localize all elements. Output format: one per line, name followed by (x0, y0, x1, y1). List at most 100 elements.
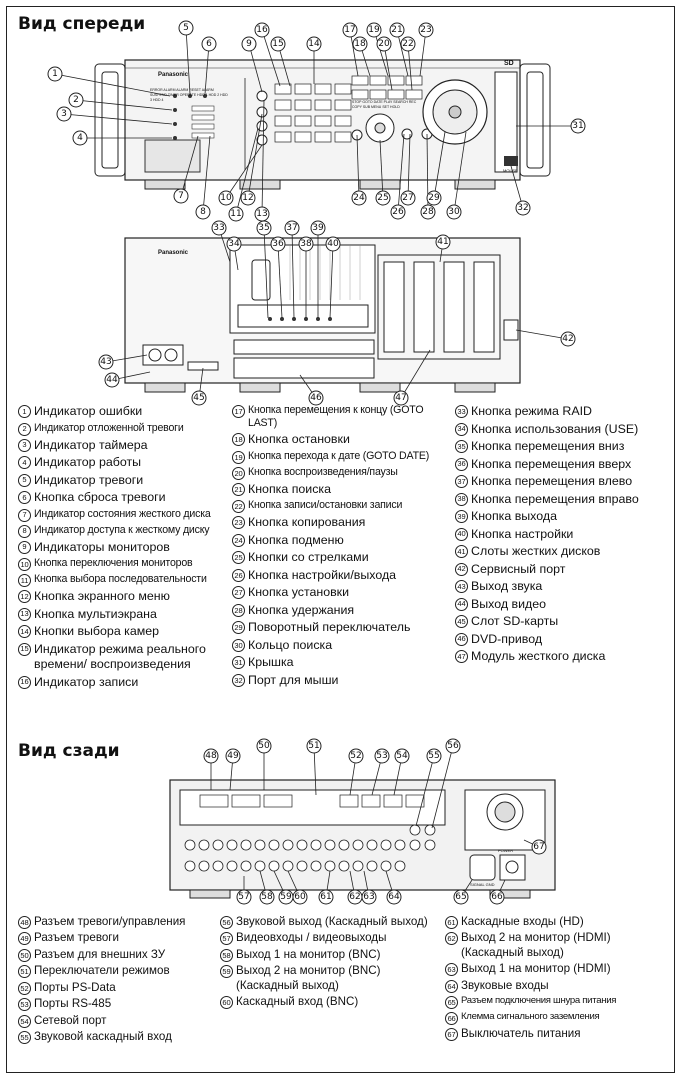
legend-text: Кнопка переключения мониторов (34, 557, 193, 569)
legend-number: 9 (18, 540, 31, 554)
callout-32: 32 (510, 165, 531, 216)
callout-41: 41 (435, 234, 451, 263)
legend-text: Индикаторы мониторов (34, 539, 170, 554)
legend-text: Индикатор режима реального времени/ восп… (34, 641, 206, 672)
callout-20: 20 (376, 36, 393, 91)
callout-62: 62 (347, 870, 363, 905)
callout-38: 38 (298, 236, 314, 318)
svg-text:7: 7 (178, 191, 184, 201)
callout-46: 46 (299, 374, 324, 406)
callout-9: 9 (241, 36, 263, 93)
legend-text: Порт для мыши (248, 672, 339, 687)
rear-gnd-label: SIGNAL GND (470, 882, 495, 887)
legend-number: 3 (18, 438, 31, 452)
svg-text:35: 35 (258, 223, 269, 233)
callout-8: 8 (195, 135, 211, 220)
svg-text:17: 17 (344, 25, 355, 35)
svg-text:58: 58 (261, 892, 273, 902)
legend-text: Разъем для внешних ЗУ (34, 947, 166, 961)
legend-number: 67 (445, 1028, 458, 1042)
svg-text:6: 6 (206, 39, 212, 49)
legend-text: Кнопка использования (USE) (471, 421, 639, 436)
legend-text: Кнопка перехода к дате (GOTO DATE) (248, 449, 430, 462)
callout-25: 25 (375, 139, 391, 206)
svg-text:21: 21 (391, 25, 402, 35)
legend-number: 45 (455, 615, 468, 628)
svg-text:54: 54 (396, 751, 408, 761)
svg-text:4: 4 (77, 133, 83, 143)
callout-13: 13 (254, 99, 270, 222)
svg-text:67: 67 (533, 842, 544, 852)
callout-50: 50 (256, 738, 272, 790)
svg-text:40: 40 (327, 239, 339, 249)
legend-number: 55 (18, 1031, 31, 1045)
svg-text:60: 60 (294, 892, 306, 902)
legend-number: 16 (18, 675, 31, 689)
legend-text: Поворотный переключатель (248, 620, 411, 635)
legend-text: Индикатор отложенной тревоги (34, 421, 184, 434)
legend-number: 66 (445, 1012, 458, 1026)
svg-text:31: 31 (572, 121, 583, 131)
callout-49: 49 (225, 748, 241, 791)
legend-number: 30 (232, 638, 245, 652)
legend-text: Кнопка мультиэкрана (34, 606, 157, 621)
callout-31: 31 (516, 118, 586, 134)
legend-text: Индикатор работы (34, 455, 142, 469)
legend-number: 51 (18, 965, 31, 979)
callout-42: 42 (515, 329, 576, 347)
svg-text:14: 14 (308, 39, 320, 49)
legend-number: 22 (232, 500, 245, 514)
callout-34: 34 (226, 236, 242, 271)
legend-number: 4 (18, 456, 31, 469)
svg-text:34: 34 (228, 239, 240, 249)
legend-text: Кнопка остановки (248, 432, 350, 447)
legend-text: Слот SD-карты (471, 614, 559, 628)
legend-text: Кнопка поиска (248, 481, 331, 496)
callout-30: 30 (446, 131, 467, 220)
svg-text:42: 42 (562, 334, 573, 344)
legend-number: 21 (232, 482, 245, 496)
callout-45: 45 (191, 367, 207, 406)
legend-text: Кнопка подменю (248, 532, 344, 547)
svg-text:53: 53 (376, 751, 387, 761)
legend-text: Переключатели режимов (34, 964, 170, 978)
legend-text: Кнопка выбора последовательности (34, 573, 207, 585)
legend-number: 11 (18, 574, 31, 587)
svg-text:27: 27 (402, 193, 413, 203)
legend-number: 60 (220, 996, 233, 1010)
legend-text: Разъем подключения шнура питания (461, 995, 617, 1007)
legend-text: Кнопка перемещения к концу (GOTO LAST) (248, 404, 424, 430)
legend-text: Порты RS-485 (34, 997, 112, 1011)
callout-21: 21 (389, 22, 409, 77)
legend-text: Индикатор состояния жесткого диска (34, 507, 211, 520)
legend-number: 28 (232, 603, 245, 617)
legend-number: 25 (232, 551, 245, 565)
callout-1: 1 (47, 66, 171, 97)
callout-6: 6 (201, 36, 217, 95)
legend-number: 48 (18, 916, 31, 929)
callout-67: 67 (523, 839, 547, 855)
svg-text:36: 36 (272, 239, 284, 249)
